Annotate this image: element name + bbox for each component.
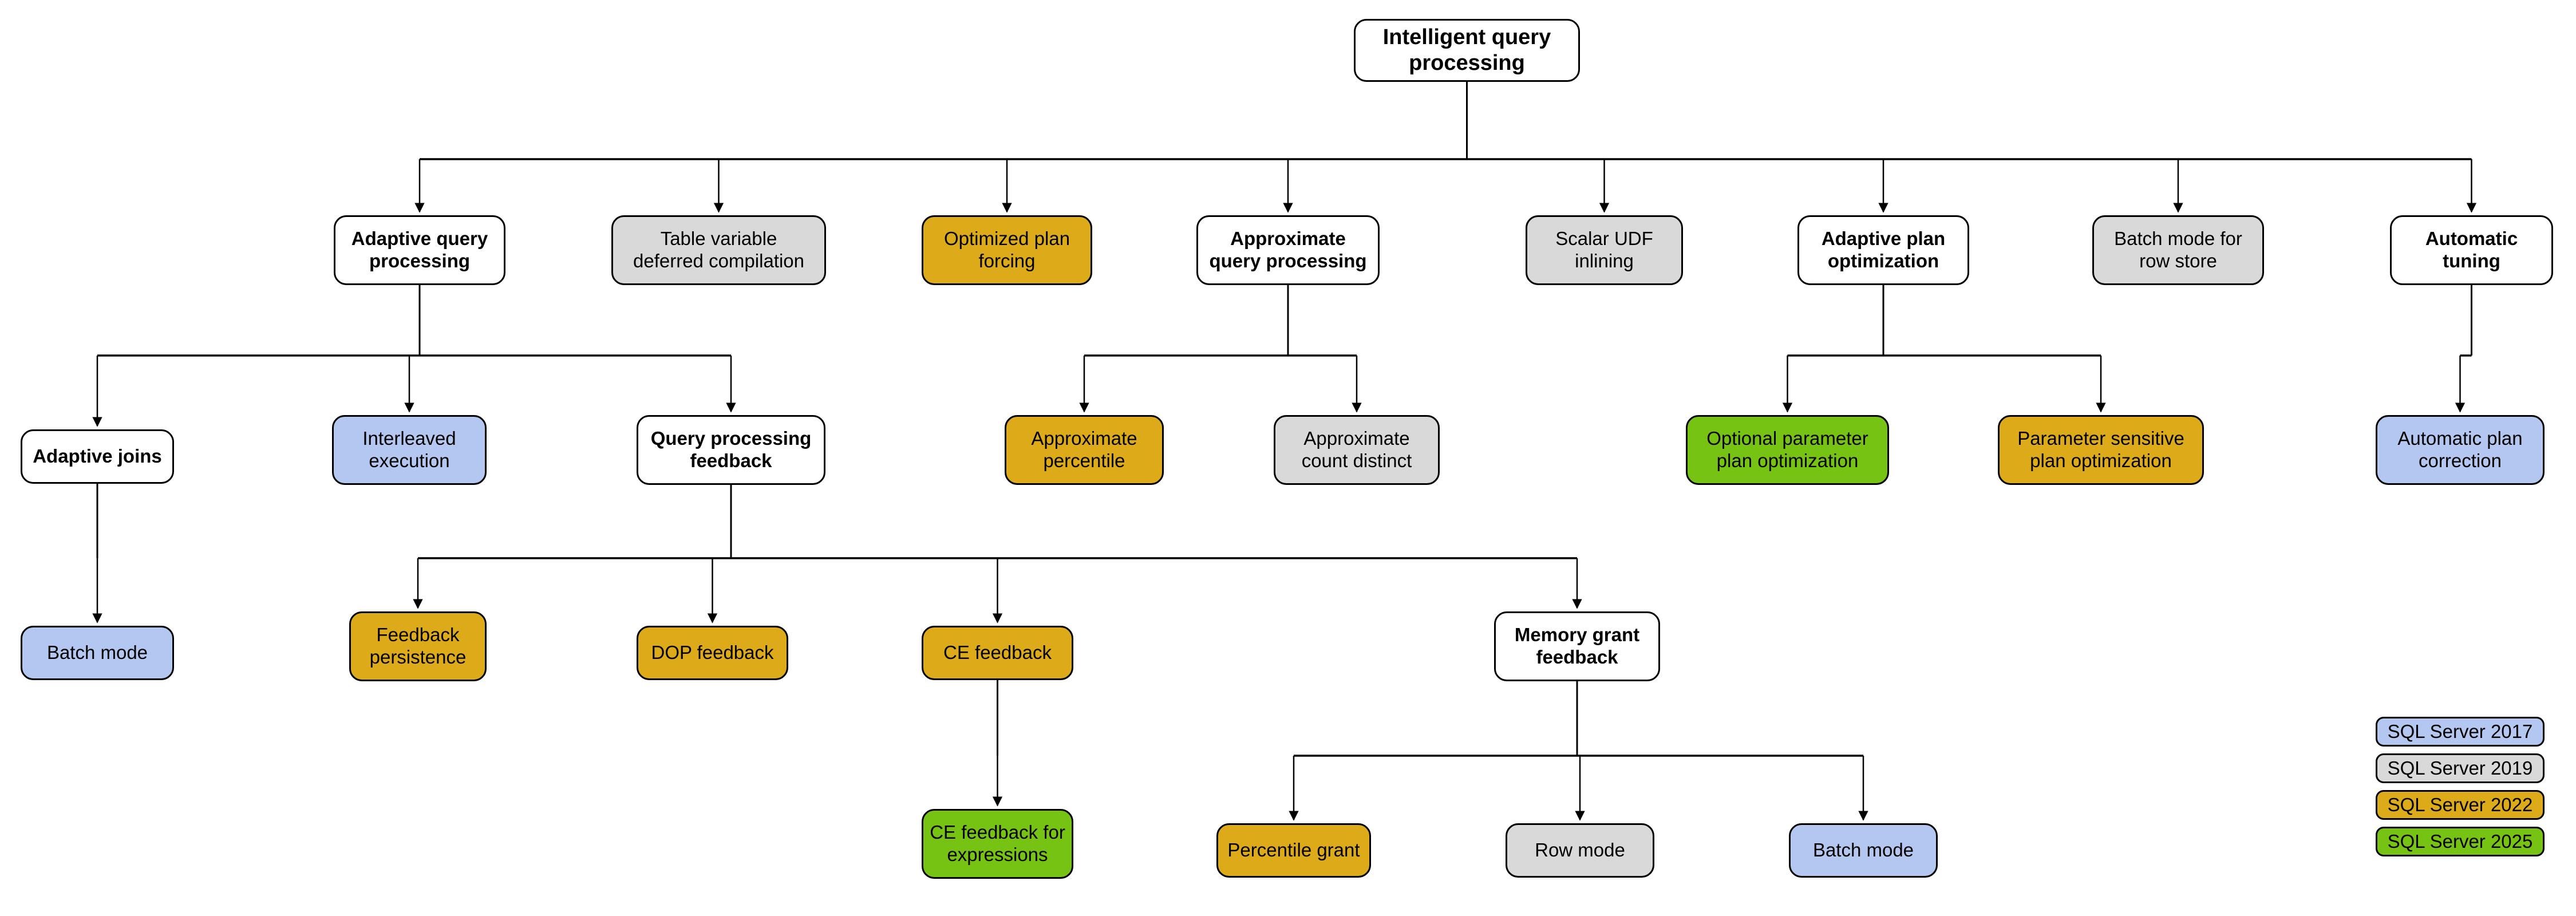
node-cefb[interactable]: CE feedback bbox=[922, 626, 1073, 680]
legend-item-label: SQL Server 2019 bbox=[2387, 757, 2533, 779]
node-approxpct[interactable]: Approximate percentile bbox=[1005, 415, 1164, 485]
node-pctgrant[interactable]: Percentile grant bbox=[1216, 823, 1371, 878]
legend-item-sql-server-2017: SQL Server 2017 bbox=[2376, 717, 2545, 747]
node-label: Memory grant feedback bbox=[1514, 624, 1640, 668]
node-dopfb[interactable]: DOP feedback bbox=[637, 626, 788, 680]
node-label: DOP feedback bbox=[651, 642, 774, 664]
edge-group-autotune bbox=[2455, 285, 2472, 413]
node-label: Optimized plan forcing bbox=[943, 228, 1070, 271]
node-label: Approximate percentile bbox=[1031, 428, 1137, 471]
node-label: Automatic tuning bbox=[2425, 228, 2518, 271]
legend-item-sql-server-2025: SQL Server 2025 bbox=[2376, 827, 2545, 856]
node-apc[interactable]: Automatic plan correction bbox=[2376, 415, 2545, 485]
node-approxcd[interactable]: Approximate count distinct bbox=[1274, 415, 1440, 485]
node-bmrs[interactable]: Batch mode for row store bbox=[2092, 215, 2264, 285]
node-autotune[interactable]: Automatic tuning bbox=[2390, 215, 2553, 285]
node-opf[interactable]: Optimized plan forcing bbox=[922, 215, 1092, 285]
node-iqp[interactable]: Intelligent query processing bbox=[1354, 19, 1580, 82]
node-label: Adaptive plan optimization bbox=[1821, 228, 1946, 271]
edge-group-aqproc bbox=[1079, 285, 1362, 413]
legend-item-label: SQL Server 2022 bbox=[2387, 794, 2533, 815]
node-label: Batch mode for row store bbox=[2114, 228, 2242, 271]
node-label: Parameter sensitive plan optimization bbox=[2017, 428, 2184, 471]
node-label: Adaptive joins bbox=[33, 445, 162, 467]
node-fbpersist[interactable]: Feedback persistence bbox=[349, 611, 487, 681]
edge-group-qpf bbox=[413, 485, 1582, 623]
legend-item-sql-server-2022: SQL Server 2022 bbox=[2376, 790, 2545, 820]
edge-group-mgf bbox=[1289, 681, 1868, 821]
node-tvdc[interactable]: Table variable deferred compilation bbox=[611, 215, 826, 285]
node-label: CE feedback for expressions bbox=[930, 822, 1065, 865]
node-label: Adaptive query processing bbox=[351, 228, 488, 271]
legend-item-label: SQL Server 2017 bbox=[2387, 721, 2533, 742]
node-aqp[interactable]: Adaptive query processing bbox=[334, 215, 505, 285]
node-oppo[interactable]: Optional parameter plan optimization bbox=[1686, 415, 1889, 485]
node-label: Scalar UDF inlining bbox=[1555, 228, 1653, 271]
node-batchmode1[interactable]: Batch mode bbox=[21, 626, 174, 680]
legend-item-label: SQL Server 2025 bbox=[2387, 831, 2533, 852]
node-label: Approximate query processing bbox=[1209, 228, 1367, 271]
node-cefbexpr[interactable]: CE feedback for expressions bbox=[922, 809, 1073, 879]
node-label: Feedback persistence bbox=[369, 624, 467, 668]
node-rowmode[interactable]: Row mode bbox=[1506, 823, 1654, 878]
node-label: Batch mode bbox=[1812, 839, 1914, 861]
node-label: Percentile grant bbox=[1227, 839, 1360, 861]
node-label: Query processing feedback bbox=[650, 428, 812, 471]
node-mgf[interactable]: Memory grant feedback bbox=[1494, 611, 1660, 681]
node-label: Approximate count distinct bbox=[1301, 428, 1412, 471]
legend-item-sql-server-2019: SQL Server 2019 bbox=[2376, 753, 2545, 783]
edge-group-apo bbox=[1782, 285, 2106, 413]
edge-group-aqp bbox=[92, 285, 736, 427]
node-label: Table variable deferred compilation bbox=[633, 228, 804, 271]
node-label: Interleaved execution bbox=[362, 428, 456, 471]
node-sudf[interactable]: Scalar UDF inlining bbox=[1526, 215, 1683, 285]
node-apo[interactable]: Adaptive plan optimization bbox=[1797, 215, 1969, 285]
node-adaptivejoins[interactable]: Adaptive joins bbox=[21, 429, 174, 484]
node-qpf[interactable]: Query processing feedback bbox=[637, 415, 825, 485]
node-label: CE feedback bbox=[943, 642, 1052, 664]
edge-group-iqp bbox=[414, 82, 2477, 213]
node-aqproc[interactable]: Approximate query processing bbox=[1196, 215, 1380, 285]
node-pspo[interactable]: Parameter sensitive plan optimization bbox=[1998, 415, 2204, 485]
node-interleaved[interactable]: Interleaved execution bbox=[332, 415, 487, 485]
node-label: Row mode bbox=[1535, 839, 1625, 861]
node-label: Intelligent query processing bbox=[1382, 25, 1551, 75]
node-batchmode2[interactable]: Batch mode bbox=[1789, 823, 1938, 878]
node-label: Batch mode bbox=[46, 642, 148, 664]
node-label: Optional parameter plan optimization bbox=[1706, 428, 1868, 471]
node-label: Automatic plan correction bbox=[2397, 428, 2523, 471]
